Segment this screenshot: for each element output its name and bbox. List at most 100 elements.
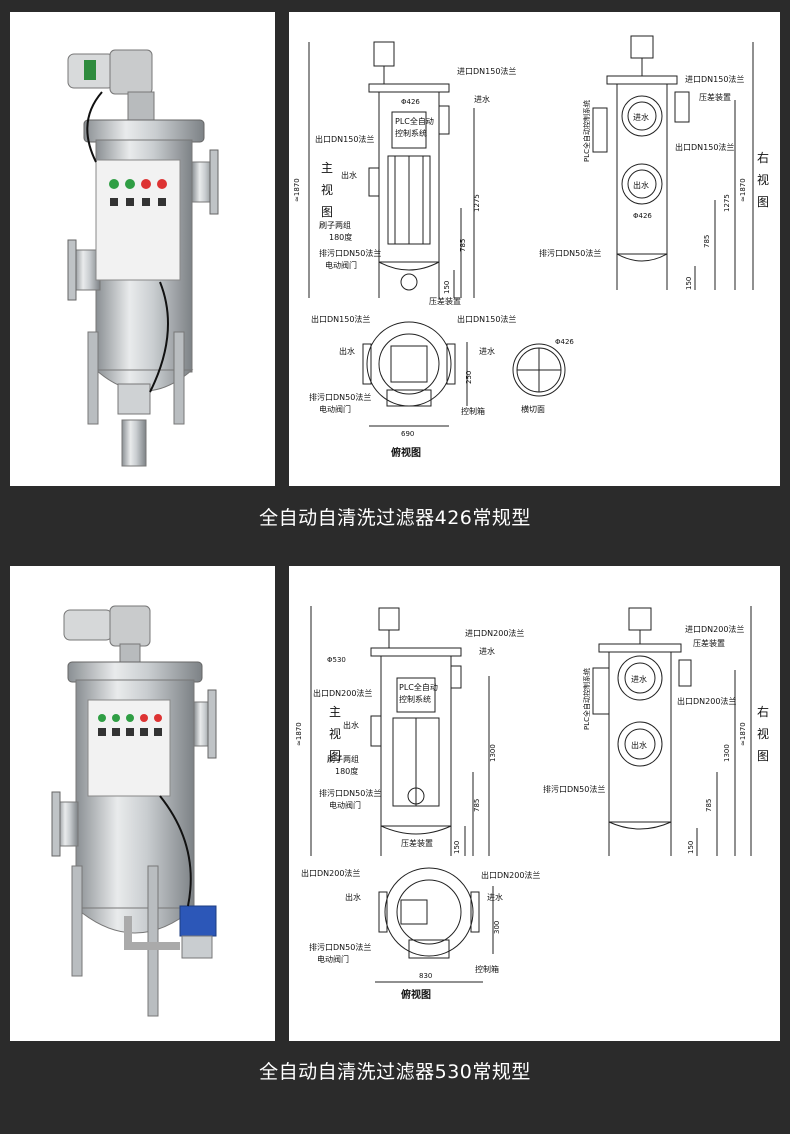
right-dim-bottom: 150 xyxy=(685,277,693,290)
top-depth-dim-530: 300 xyxy=(493,921,501,934)
top-width-dim-530: 830 xyxy=(419,972,432,980)
right-drain-label-530: 排污口DN50法兰 xyxy=(543,784,605,794)
product-photo-426 xyxy=(10,12,275,486)
front-plc-label-2: 控制系统 xyxy=(395,128,427,138)
drawing-530: 进口DN200法兰 进水 出口DN200法兰 出水 主 视 图 PLC全自动 控… xyxy=(295,606,769,1001)
front-view-title-3-530: 图 xyxy=(329,749,341,763)
front-view-title-1: 主 xyxy=(321,161,333,175)
right-view-title-2: 视 xyxy=(757,172,769,187)
front-drain-label-2-530: 电动阀门 xyxy=(329,800,361,810)
front-plc-label-1: PLC全自动 xyxy=(395,116,434,126)
section-view-title: 横切面 xyxy=(521,404,545,414)
front-brush-label-1: 刷子两组 xyxy=(319,220,351,230)
front-view-title-1-530: 主 xyxy=(329,705,341,719)
front-dim-bottom: 150 xyxy=(443,281,451,294)
front-brush-label-2: 180度 xyxy=(329,232,352,242)
product-photo-530 xyxy=(10,566,275,1041)
top-drain-label-1: 排污口DN50法兰 xyxy=(309,392,371,402)
panel-buttons-530 xyxy=(98,714,162,736)
right-dim-lower: 785 xyxy=(703,235,711,248)
right-diameter: Φ426 xyxy=(633,212,652,220)
front-inlet-label-530: 进口DN200法兰 xyxy=(465,628,524,638)
drawing-426: 进口DN150法兰 进水 出口DN150法兰 出水 主 视 图 PLC全自动 控… xyxy=(293,35,769,459)
top-view-title: 俯视图 xyxy=(391,446,421,459)
right-dim-total: ≈1870 xyxy=(739,178,747,202)
right-dim-bottom-530: 150 xyxy=(687,841,695,854)
top-drain-label-1-530: 排污口DN50法兰 xyxy=(309,942,371,952)
top-water-in-label: 进水 xyxy=(479,346,495,356)
right-drain-label: 排污口DN50法兰 xyxy=(539,248,601,258)
front-dim-lower-530: 785 xyxy=(473,799,481,812)
right-inlet-label-530: 进口DN200法兰 xyxy=(685,624,744,634)
section-diameter: Φ426 xyxy=(555,338,574,346)
panel-buttons xyxy=(109,179,167,206)
front-outlet-water-label: 出水 xyxy=(341,170,357,180)
right-plc-label: PLC全自动控制系统 xyxy=(582,100,591,162)
caption-530: 全自动自清洗过滤器530常规型 xyxy=(259,1061,531,1083)
technical-drawing-426: 进口DN150法兰 进水 出口DN150法兰 出水 主 视 图 PLC全自动 控… xyxy=(289,12,780,486)
right-pressure-label: 压差装置 xyxy=(699,92,731,102)
right-view-title-3-530: 图 xyxy=(757,749,769,763)
front-dim-upper: 1275 xyxy=(473,194,481,212)
top-pressure-label-530: 压差装置 xyxy=(401,838,433,848)
right-dim-upper: 1275 xyxy=(723,194,731,212)
filter-426-illustration xyxy=(67,49,219,467)
front-outlet-label-530: 出口DN200法兰 xyxy=(313,688,372,698)
top-width-dim: 690 xyxy=(401,430,414,438)
front-drain-label-1: 排污口DN50法兰 xyxy=(319,248,381,258)
front-brush-label-2-530: 180度 xyxy=(335,766,358,776)
front-diameter-530: Φ530 xyxy=(327,656,346,664)
front-outlet-label: 出口DN150法兰 xyxy=(315,134,374,144)
top-drain-label-2: 电动阀门 xyxy=(319,404,351,414)
front-view-title-2-530: 视 xyxy=(329,726,341,741)
top-outlet-right-label-530: 出口DN200法兰 xyxy=(481,870,540,880)
top-water-out-label: 出水 xyxy=(339,346,355,356)
right-view-title-3: 图 xyxy=(757,195,769,209)
front-drain-label-2: 电动阀门 xyxy=(325,260,357,270)
front-dim-total-530: ≈1870 xyxy=(295,722,303,746)
front-dim-total: ≈1870 xyxy=(293,178,301,202)
top-outlet-left-label-530: 出口DN200法兰 xyxy=(301,868,360,878)
right-dim-lower-530: 785 xyxy=(705,799,713,812)
right-out-tag-530: 出水 xyxy=(631,740,647,750)
right-in-tag-530: 进水 xyxy=(631,674,647,684)
top-cabinet-label: 控制箱 xyxy=(461,406,485,416)
right-plc-label-530: PLC全自动控制系统 xyxy=(582,668,591,730)
right-dim-total-530: ≈1870 xyxy=(739,722,747,746)
front-view-title-2: 视 xyxy=(321,182,333,197)
front-drain-label-1-530: 排污口DN50法兰 xyxy=(319,788,381,798)
front-plc-label-2-530: 控制系统 xyxy=(399,694,431,704)
top-pressure-label: 压差装置 xyxy=(429,296,461,306)
right-view-title-2-530: 视 xyxy=(757,726,769,741)
front-outlet-water-label-530: 出水 xyxy=(343,720,359,730)
front-inlet-label: 进口DN150法兰 xyxy=(457,66,516,76)
top-outlet-right-label: 出口DN150法兰 xyxy=(457,314,516,324)
right-outlet-label: 出口DN150法兰 xyxy=(675,142,734,152)
front-diameter: Φ426 xyxy=(401,98,420,106)
right-outlet-label-530: 出口DN200法兰 xyxy=(677,696,736,706)
front-dim-bottom-530: 150 xyxy=(453,841,461,854)
right-inlet-label: 进口DN150法兰 xyxy=(685,74,744,84)
right-view-title-1-530: 右 xyxy=(757,704,769,719)
filter-530-illustration xyxy=(51,605,217,1017)
top-water-in-label-530: 进水 xyxy=(487,892,503,902)
top-view-title-530: 俯视图 xyxy=(401,988,431,1001)
top-cabinet-label-530: 控制箱 xyxy=(475,964,499,974)
right-in-tag: 进水 xyxy=(633,112,649,122)
front-plc-label-1-530: PLC全自动 xyxy=(399,682,438,692)
technical-drawing-530: 进口DN200法兰 进水 出口DN200法兰 出水 主 视 图 PLC全自动 控… xyxy=(289,566,780,1041)
right-view-title-1: 右 xyxy=(757,150,769,165)
front-brush-label-1-530: 刷子两组 xyxy=(327,754,359,764)
front-dim-lower: 785 xyxy=(459,239,467,252)
right-out-tag: 出水 xyxy=(633,180,649,190)
caption-426: 全自动自清洗过滤器426常规型 xyxy=(259,507,531,529)
top-depth-dim: 250 xyxy=(465,371,473,384)
top-drain-label-2-530: 电动阀门 xyxy=(317,954,349,964)
front-dim-upper-530: 1300 xyxy=(489,744,497,762)
front-inlet-water-label-530: 进水 xyxy=(479,646,495,656)
right-dim-upper-530: 1300 xyxy=(723,744,731,762)
top-water-out-label-530: 出水 xyxy=(345,892,361,902)
front-inlet-water-label: 进水 xyxy=(474,94,490,104)
right-pressure-label-530: 压差装置 xyxy=(693,638,725,648)
top-outlet-left-label: 出口DN150法兰 xyxy=(311,314,370,324)
